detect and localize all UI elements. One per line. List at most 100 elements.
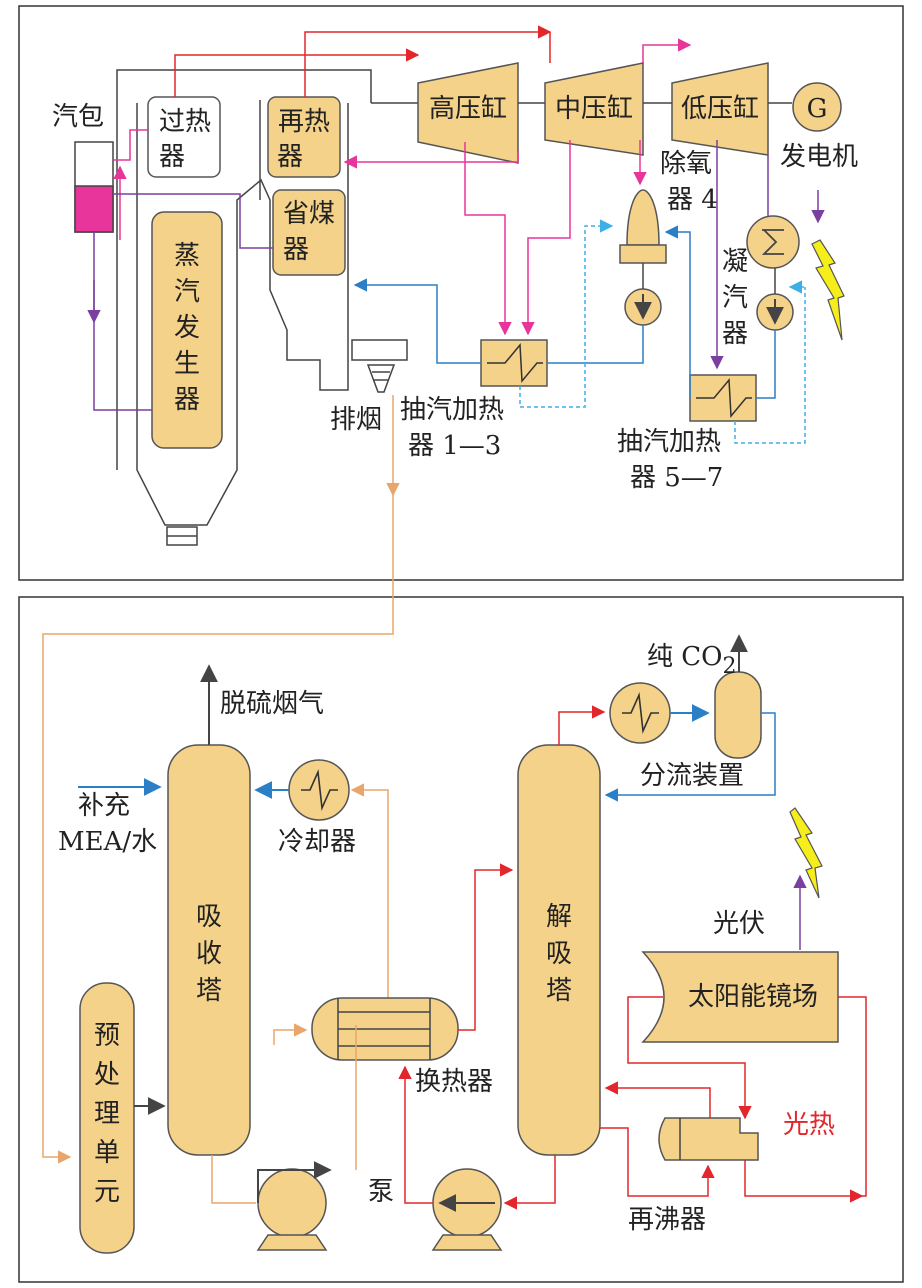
desorber-label-3: 塔 (546, 976, 572, 1006)
reboiler (658, 1117, 759, 1161)
cooler-icon (288, 759, 350, 821)
feedpump-to-heater (547, 325, 644, 364)
heat-exchanger-label: 换热器 (415, 1067, 493, 1097)
desorber-label-1: 解 (546, 902, 572, 932)
desorber-to-condenser (558, 705, 606, 745)
bottom-panel-frame (18, 596, 904, 1283)
absorber-label-2: 收 (196, 939, 222, 969)
rich-pump-icon (256, 1161, 332, 1251)
boiler-outline (116, 69, 418, 546)
reheater-label-1: 再热 (278, 107, 330, 137)
co2-separator (714, 671, 762, 759)
steam-generator (151, 211, 223, 449)
lightning-icon-bottom (789, 807, 823, 899)
steam-generator-label: 蒸 汽 发 生 器 (174, 241, 200, 415)
solar-heat-to-reboiler (627, 996, 752, 1120)
splitter-label: 分流装置 (640, 761, 744, 791)
lp-turbine: 低压缸 (671, 62, 769, 156)
svg-text:蒸: 蒸 (174, 241, 200, 271)
superheater-label-2: 器 (159, 142, 185, 172)
downcomer-line (93, 232, 152, 411)
desorber-label-2: 吸 (546, 939, 572, 969)
reboiler-label: 再沸器 (628, 1205, 706, 1235)
economizer-label-2: 器 (283, 235, 309, 265)
ip-to-lp-line (642, 38, 692, 63)
condenser-label-3: 器 (722, 319, 748, 349)
generator-symbol: G (807, 94, 828, 124)
heater-1-3-drain (519, 219, 614, 408)
solar-field-label: 太阳能镜场 (688, 982, 818, 1012)
desulfurized-gas-label: 脱硫烟气 (220, 689, 324, 719)
desorber-to-reboiler (600, 1127, 715, 1197)
svg-text:处: 处 (94, 1060, 120, 1090)
reheater (267, 96, 341, 178)
condenser-label-1: 凝 (722, 247, 748, 277)
svg-text:预: 预 (94, 1021, 120, 1051)
drum-label: 汽包 (52, 102, 104, 132)
hp-extraction-line (464, 142, 512, 336)
lean-pump-to-hx (398, 1065, 433, 1204)
solar-mirror-field (641, 951, 839, 1043)
svg-text:理: 理 (94, 1099, 120, 1129)
pretreatment-label: 预 处 理 单 元 (94, 1021, 120, 1207)
pump-label: 泵 (368, 1177, 394, 1207)
drum-to-superheater-line (113, 129, 148, 161)
makeup-label-2: MEA/水 (58, 827, 157, 857)
lightning-icon (811, 239, 845, 341)
generator-label: 发电机 (780, 142, 858, 172)
pure-co2-label: 纯 CO2 (647, 642, 736, 679)
heater-5-7-label-1: 抽汽加热 (617, 427, 721, 457)
main-steam-line (174, 48, 420, 97)
reflux-return (604, 712, 776, 802)
svg-text:中压缸: 中压缸 (555, 94, 633, 124)
flue-exhaust-label: 排烟 (330, 405, 382, 435)
heater-5-7-drain (734, 287, 806, 444)
reheater-label-2: 器 (277, 142, 303, 172)
feed-pump-icon (624, 288, 662, 326)
co2-condenser-icon (609, 682, 671, 744)
solar-return-line (744, 996, 867, 1197)
economizer-to-drum-line (113, 193, 273, 249)
svg-text:发: 发 (174, 313, 200, 343)
condenser-icon (746, 215, 800, 269)
flue-gas-to-pretreatment (42, 495, 394, 1164)
economizer-label-1: 省煤 (283, 199, 335, 229)
condensate-to-deaerator (664, 225, 691, 398)
solar-thermal-label: 光热 (783, 1110, 835, 1140)
pretreatment-unit (79, 982, 135, 1254)
svg-text:低压缸: 低压缸 (681, 94, 759, 124)
heater-1-3-label-1: 抽汽加热 (400, 395, 504, 425)
svg-text:生: 生 (174, 349, 200, 379)
condenser-label-2: 汽 (722, 283, 748, 313)
heater-5-7-label-2: 器 5—7 (630, 463, 723, 493)
absorber-to-pump (211, 1155, 256, 1204)
deaerator-label-2: 器 4 (667, 185, 718, 215)
hx-to-desorber (458, 863, 514, 1031)
extraction-heater-5-7 (689, 374, 757, 422)
superheater (147, 96, 221, 178)
makeup-label-1: 补充 (78, 791, 130, 821)
heater-1-3-label-2: 器 1—3 (408, 431, 501, 461)
absorber-label-1: 吸 (196, 902, 222, 932)
svg-text:单: 单 (94, 1138, 120, 1168)
deaerator (619, 189, 667, 264)
steam-drum (74, 141, 114, 233)
generator-icon (792, 82, 842, 132)
cross-heat-exchanger (311, 997, 459, 1061)
feedwater-to-economizer (353, 278, 481, 364)
reheat-steam-line (304, 25, 552, 97)
condensate-pump-icon (756, 293, 794, 331)
economizer (272, 189, 346, 276)
svg-text:高压缸: 高压缸 (429, 94, 507, 124)
reboiler-vapor-return (604, 1081, 711, 1118)
top-panel-frame (18, 5, 904, 581)
pv-label: 光伏 (713, 909, 765, 939)
desorber-to-lean-pump (503, 1155, 556, 1210)
cooler-label: 冷却器 (278, 827, 356, 857)
ip-extraction-line (521, 140, 571, 336)
hp-turbine: 高压缸 (417, 62, 519, 164)
rich-solvent-to-hx (273, 1023, 308, 1045)
svg-text:元: 元 (94, 1177, 120, 1207)
svg-text:器: 器 (174, 385, 200, 415)
